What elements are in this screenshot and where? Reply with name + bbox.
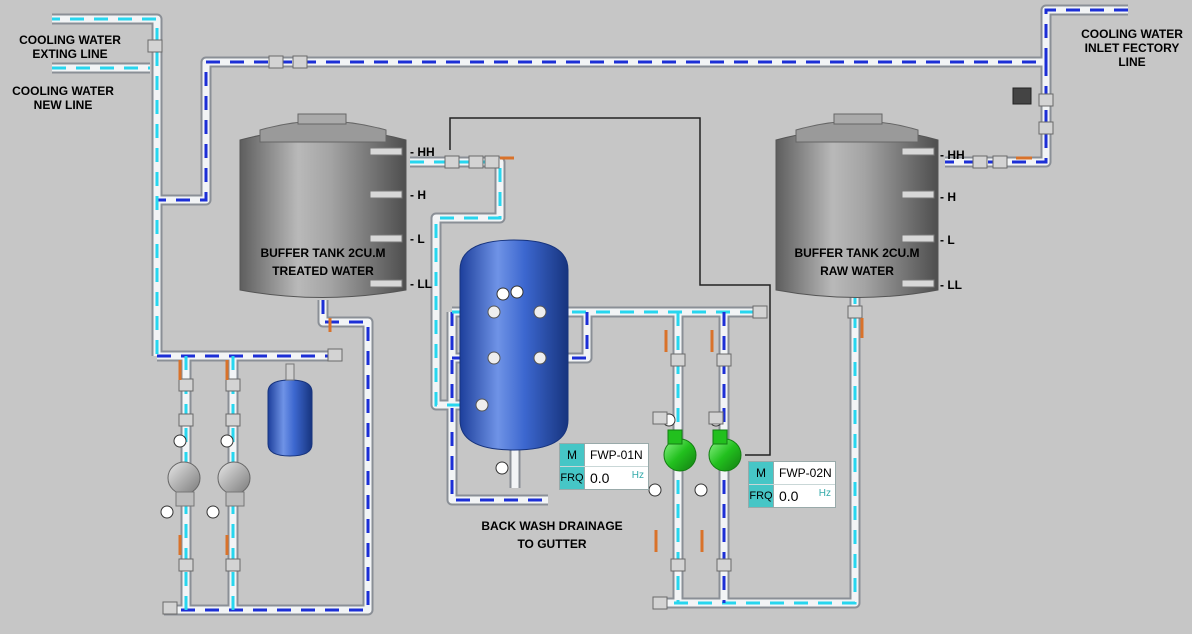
cooling-inlet-line3: LINE: [1118, 55, 1145, 69]
backwash-line2: TO GUTTER: [517, 537, 586, 551]
level-l: - L: [940, 233, 955, 247]
valve-icon[interactable]: [225, 378, 241, 392]
valve-icon[interactable]: [1038, 121, 1054, 135]
tank-title-line1: BUFFER TANK 2CU.M: [260, 246, 385, 260]
level-switch-icon: [369, 147, 403, 156]
valve-handles: [178, 156, 1032, 555]
tank-title-line1: BUFFER TANK 2CU.M: [794, 246, 919, 260]
cooling-inlet-line1: COOLING WATER: [1081, 27, 1183, 41]
level-switch-icon: [901, 147, 935, 156]
valve-icon[interactable]: [292, 55, 308, 69]
level-switch-icon: [901, 234, 935, 243]
cooling-new-line1: COOLING WATER: [12, 84, 114, 98]
valve-icon[interactable]: [670, 558, 686, 572]
level-l: - L: [410, 232, 425, 246]
valve-icon[interactable]: [487, 305, 501, 319]
valve-icon[interactable]: [533, 305, 547, 319]
level-switch-icon: [901, 279, 935, 288]
pressure-gauge-icon: [495, 461, 509, 475]
valve-icon[interactable]: [752, 305, 768, 319]
level-h: - H: [940, 190, 956, 204]
pump-fwp-01n[interactable]: [648, 413, 697, 497]
cooling-inlet-line2: INLET FECTORY: [1085, 41, 1180, 55]
valve-icon[interactable]: [487, 351, 501, 365]
frequency-value[interactable]: 0.0: [779, 488, 799, 504]
valve-icon[interactable]: [444, 155, 460, 169]
pressure-gauge-icon: [160, 505, 174, 519]
pressure-gauge-icon: [206, 505, 220, 519]
buffer-tank-treated[interactable]: BUFFER TANK 2CU.M TREATED WATER - HH - H…: [239, 113, 435, 298]
flow-meter-icon[interactable]: [1012, 87, 1032, 105]
pressure-gauge-icon: [648, 483, 662, 497]
valve-icon[interactable]: [652, 411, 668, 425]
pump-left-2[interactable]: [206, 434, 251, 519]
valve-icon[interactable]: [1038, 93, 1054, 107]
level-ll: - LL: [410, 277, 432, 291]
pipe-segment: [178, 300, 372, 614]
buffer-tank-raw[interactable]: BUFFER TANK 2CU.M RAW WATER - HH - H - L…: [775, 113, 965, 298]
valve-icon[interactable]: [178, 378, 194, 392]
pressure-gauge-icon: [496, 287, 510, 301]
mode-indicator[interactable]: M: [560, 444, 585, 466]
pump-name: FWP-02N: [779, 466, 832, 480]
pressure-gauge-icon: [220, 434, 234, 448]
pump-control-fwp-01n[interactable]: M FWP-01N FRQ 0.0 Hz: [559, 443, 649, 490]
valves[interactable]: [147, 39, 1054, 615]
valve-icon[interactable]: [268, 55, 284, 69]
pressure-gauge-icon: [173, 434, 187, 448]
valve-icon[interactable]: [225, 558, 241, 572]
valve-icon[interactable]: [178, 413, 194, 427]
level-hh: - HH: [940, 148, 965, 162]
level-ll: - LL: [940, 278, 962, 292]
valve-icon[interactable]: [533, 351, 547, 365]
frequency-value[interactable]: 0.0: [590, 470, 610, 486]
valve-icon[interactable]: [484, 155, 500, 169]
cooling-exting-line2: EXTING LINE: [32, 47, 107, 61]
backwash-line1: BACK WASH DRAINAGE: [481, 519, 622, 533]
frequency-unit: Hz: [818, 488, 831, 499]
pump-left-1[interactable]: [160, 434, 201, 519]
pump-control-fwp-02n[interactable]: M FWP-02N FRQ 0.0 Hz: [748, 461, 836, 508]
pressure-gauge-icon: [694, 483, 708, 497]
frq-label: FRQ: [749, 485, 774, 507]
expansion-tank[interactable]: [267, 363, 313, 457]
valve-icon[interactable]: [670, 353, 686, 367]
valve-icon[interactable]: [468, 155, 484, 169]
frequency-unit: Hz: [631, 470, 644, 481]
tank-title-line2: RAW WATER: [820, 264, 894, 278]
level-switch-icon: [369, 190, 403, 199]
pressure-filter[interactable]: [459, 239, 569, 475]
cooling-exting-line1: COOLING WATER: [19, 33, 121, 47]
valve-icon[interactable]: [716, 353, 732, 367]
pump-fwp-02n[interactable]: [694, 413, 742, 497]
valve-icon[interactable]: [225, 413, 241, 427]
valve-icon[interactable]: [972, 155, 988, 169]
level-hh: - HH: [410, 145, 435, 159]
level-switch-icon: [369, 234, 403, 243]
valve-icon[interactable]: [992, 155, 1008, 169]
valve-icon[interactable]: [847, 305, 863, 319]
pump-name: FWP-01N: [590, 448, 643, 462]
valve-icon[interactable]: [708, 411, 724, 425]
cooling-new-line2: NEW LINE: [34, 98, 93, 112]
line-labels: COOLING WATER EXTING LINE COOLING WATER …: [12, 27, 1183, 551]
pipe-segment: [52, 15, 161, 356]
level-h: - H: [410, 188, 426, 202]
valve-icon[interactable]: [178, 558, 194, 572]
valve-icon[interactable]: [652, 596, 668, 610]
tank-title-line2: TREATED WATER: [272, 264, 374, 278]
level-switch-icon: [369, 279, 403, 288]
signal-line: [449, 117, 771, 456]
valve-icon[interactable]: [475, 398, 489, 412]
mode-indicator[interactable]: M: [749, 462, 774, 484]
valve-icon[interactable]: [162, 601, 178, 615]
valve-icon[interactable]: [327, 348, 343, 362]
level-switch-icon: [901, 190, 935, 199]
frq-label: FRQ: [560, 467, 585, 489]
pipe-segment: [945, 62, 1050, 166]
pressure-gauge-icon: [510, 285, 524, 299]
valve-icon[interactable]: [716, 558, 732, 572]
valve-icon[interactable]: [147, 39, 163, 53]
